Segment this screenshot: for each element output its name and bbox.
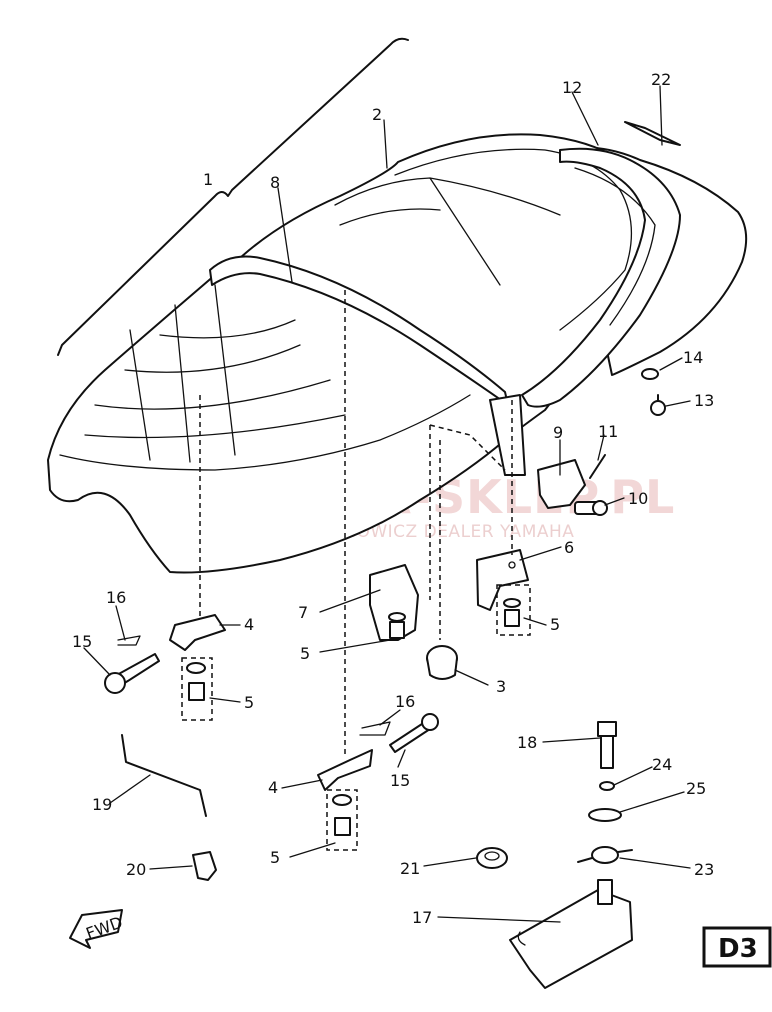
part-5-stack-right xyxy=(496,584,531,636)
callout-4-left: 4 xyxy=(244,615,254,634)
part-15-pin-left xyxy=(104,653,160,694)
part-13-screw xyxy=(650,394,666,416)
seat xyxy=(47,133,748,574)
callout-5-right: 5 xyxy=(550,615,560,634)
part-22-pad xyxy=(624,121,681,146)
part-7-bracket xyxy=(369,564,419,641)
part-17-plate xyxy=(509,879,633,989)
callout-12: 12 xyxy=(562,78,582,97)
callout-20: 20 xyxy=(126,860,146,879)
part-6-hinge xyxy=(476,549,529,611)
callout-5-center: 5 xyxy=(300,644,310,663)
part-19-rod xyxy=(121,734,207,817)
callout-4-bottom: 4 xyxy=(268,778,278,797)
callout-15-left: 15 xyxy=(72,632,92,651)
callout-24: 24 xyxy=(652,755,672,774)
callout-11: 11 xyxy=(598,422,618,441)
callout-21: 21 xyxy=(400,859,420,878)
callout-1: 1 xyxy=(203,170,213,189)
part-16-clip-bottom xyxy=(359,721,391,736)
callout-22: 22 xyxy=(651,70,671,89)
callout-23: 23 xyxy=(694,860,714,879)
seat-assembly-bracket xyxy=(57,37,409,356)
callout-25: 25 xyxy=(686,779,706,798)
callout-17: 17 xyxy=(412,908,432,927)
callout-16-bottom: 16 xyxy=(395,692,415,711)
part-9-bracket xyxy=(537,459,586,509)
callout-19: 19 xyxy=(92,795,112,814)
alignment-lines xyxy=(199,290,513,755)
part-4-hinge-bottom xyxy=(317,749,373,791)
callout-labels: 1 2 3 4 4 5 5 5 5 6 7 8 9 10 11 12 13 14… xyxy=(72,70,714,927)
part-21-grommet xyxy=(476,847,508,869)
callout-9: 9 xyxy=(553,423,563,442)
callout-3: 3 xyxy=(496,677,506,696)
part-25-washer xyxy=(588,808,622,822)
callout-2: 2 xyxy=(372,105,382,124)
callout-6: 6 xyxy=(564,538,574,557)
part-5-stack-left xyxy=(181,657,213,721)
callout-14: 14 xyxy=(683,348,703,367)
part-5-stack-center xyxy=(388,612,406,639)
callout-5-left: 5 xyxy=(244,693,254,712)
leader-lines xyxy=(83,85,691,923)
page-code: D3 xyxy=(718,934,758,964)
part-20-clamp xyxy=(192,851,217,881)
part-4-hinge-left xyxy=(169,614,226,651)
part-10-bolt xyxy=(574,500,608,516)
callout-8: 8 xyxy=(270,173,280,192)
part-14-washer xyxy=(641,368,659,380)
callout-13: 13 xyxy=(694,391,714,410)
callout-15-bottom: 15 xyxy=(390,771,410,790)
part-5-stack-bottom xyxy=(326,789,358,851)
part-3-damper xyxy=(426,645,458,680)
part-23-spring xyxy=(577,846,633,864)
callout-16-left: 16 xyxy=(106,588,126,607)
callout-7: 7 xyxy=(298,603,308,622)
part-15-pin-bottom xyxy=(389,713,439,753)
part-16-clip-left xyxy=(117,635,141,646)
fwd-arrow-icon: FWD xyxy=(69,909,125,949)
callout-18: 18 xyxy=(517,733,537,752)
part-18-bolt xyxy=(597,721,617,769)
callout-5-bottom: 5 xyxy=(270,848,280,867)
part-24-washer xyxy=(599,781,615,791)
callout-10: 10 xyxy=(628,489,648,508)
page-code-badge: D3 xyxy=(702,926,772,968)
part-11-pin xyxy=(589,454,606,479)
